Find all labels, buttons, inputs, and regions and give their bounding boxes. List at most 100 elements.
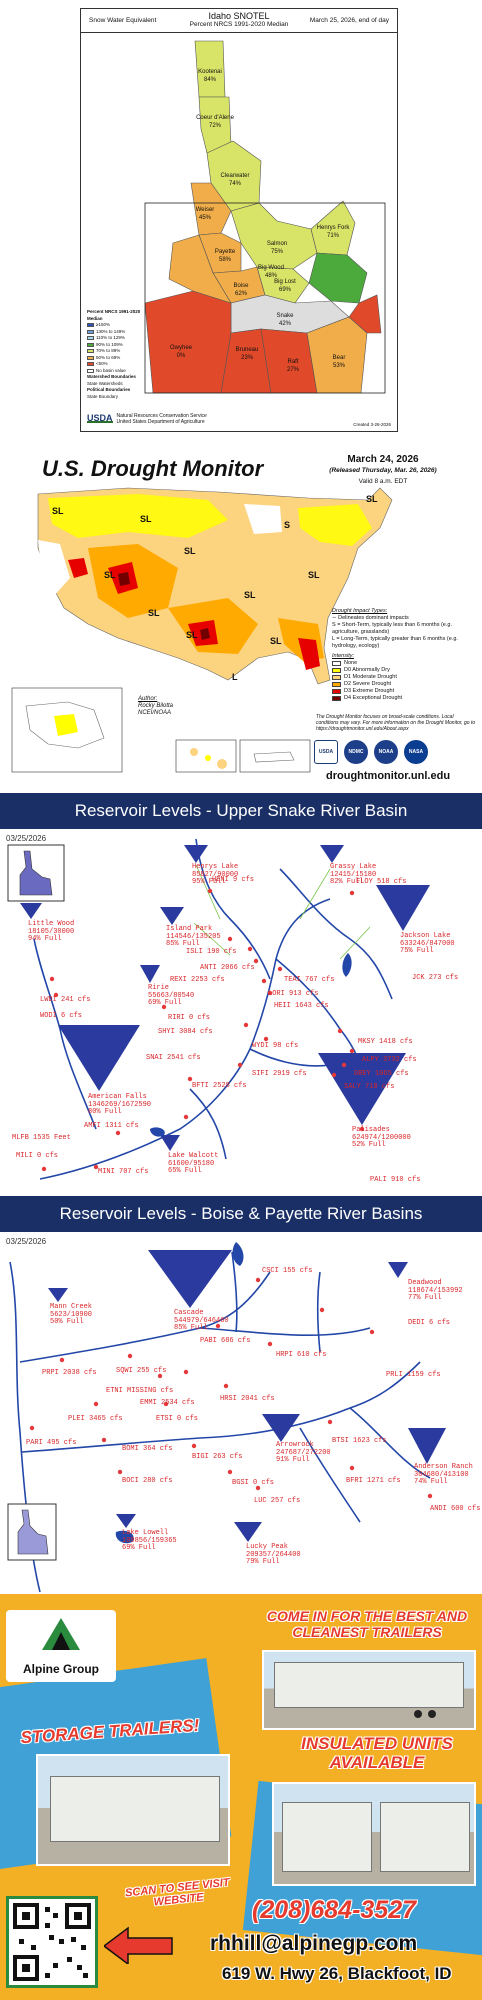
d0-area-north [48, 494, 228, 538]
boise-date: 03/25/2026 [6, 1237, 47, 1246]
drought-note: The Drought Monitor focuses on broad-sca… [316, 714, 476, 732]
legend-title: Percent NRCS 1991-2020 Median [87, 309, 141, 321]
impact-label: SL [308, 570, 320, 580]
south-fork-payette [199, 1327, 371, 1336]
basin-value: 58% [219, 257, 232, 263]
flow-label: MILI 0 cfs [16, 1152, 59, 1160]
flow-label: ISLI 190 cfs [186, 948, 237, 956]
flow-label: CSCI 155 cfs [262, 1267, 313, 1275]
idaho-map: Kootenai 84% Coeur d'Alene 72% Clearwate… [144, 40, 386, 394]
payette-river [19, 1271, 271, 1363]
alpine-logo: Alpine Group [6, 1610, 116, 1682]
snotel-left-label: Snow Water Equivalent [89, 17, 157, 24]
flow-label: BOCI 280 cfs [122, 1477, 173, 1485]
flow-label: REXI 2253 cfs [170, 976, 225, 984]
email-address[interactable]: rhhill@alpinegp.com [210, 1932, 418, 1955]
intensity-swatch [332, 696, 341, 701]
drought-date-block: March 24, 2026 (Released Thursday, Mar. … [308, 454, 458, 487]
flow-label: HRPI 610 cfs [276, 1351, 327, 1359]
idaho-locator-shape [19, 850, 53, 896]
ririe-icon [140, 965, 160, 983]
anderson-ranch-icon [408, 1428, 446, 1464]
flow-label: ANTI 2066 cfs [200, 964, 255, 972]
gauge-points [29, 1277, 433, 1499]
usda-logo-icon: USDA [314, 740, 338, 764]
boise-river [21, 1361, 421, 1453]
north-fork-payette [231, 1251, 238, 1333]
middle-fork-boise [349, 1407, 431, 1479]
hawaii-island [217, 759, 227, 769]
flow-label: PRLI 1159 cfs [386, 1371, 441, 1379]
phone-number[interactable]: (208)684-3527 [252, 1896, 417, 1924]
cascade-shape [232, 1242, 244, 1266]
impact-l: L = Long-Term, typically greater than 6 … [332, 636, 458, 649]
flow-label: SHYI 3084 cfs [158, 1028, 213, 1036]
intensity-swatch [332, 689, 341, 694]
street-address: 619 W. Hwy 26, Blackfoot, ID [222, 1964, 452, 1983]
legend-state-watersheds: State Watersheds [87, 380, 123, 386]
intensity-title: Intensity: [332, 653, 355, 659]
basin-label: Weiser [196, 207, 215, 213]
reservoir-triangles [48, 1250, 446, 1542]
alaska-d0 [54, 714, 78, 736]
alpine-group-ad[interactable]: Alpine Group COME IN FOR THE BEST AND CL… [0, 1594, 482, 2000]
basin-value: 45% [199, 215, 212, 221]
impact-s: S = Short-Term, typically less than 6 mo… [332, 622, 452, 635]
intensity-row: D2 Severe Drought [332, 681, 472, 688]
flow-label: PLEI 3465 cfs [68, 1415, 123, 1423]
flow-label: BFTI 2528 cfs [192, 1082, 247, 1090]
flow-label: TEAI 767 cfs [284, 976, 335, 984]
upper-snake-banner: Reservoir Levels - Upper Snake River Bas… [0, 793, 482, 829]
trailer-image [282, 1802, 372, 1872]
trailer-photo-1 [262, 1650, 476, 1730]
flow-label: PARI 495 cfs [26, 1439, 77, 1447]
flow-label: ETNI MISSING cfs [106, 1387, 174, 1395]
flow-label: MKSY 1418 cfs [358, 1038, 413, 1046]
legend-row: <50% [87, 361, 151, 368]
scan-text: SCAN TO SEE VISIT WEBSITE [124, 1876, 231, 1909]
lake-walcott-icon [160, 1135, 180, 1151]
basin-value: 53% [333, 363, 346, 369]
drought-legend: Drought Impact Types: ∼ Delineates domin… [332, 608, 472, 702]
snotel-header: Snow Water Equivalent Idaho SNOTEL Perce… [81, 9, 397, 33]
none-area-nw [38, 540, 70, 598]
flow-label: EMMI 2534 cfs [140, 1399, 195, 1407]
usda-logo: USDA [87, 413, 113, 423]
jackson-lake-shape [342, 953, 352, 977]
legend-swatch [87, 342, 94, 347]
grassy-lake-icon [320, 845, 344, 863]
flow-label: SQWI 255 cfs [116, 1367, 167, 1375]
qr-code-icon[interactable] [6, 1896, 98, 1988]
island-park-icon [160, 907, 184, 925]
portneuf [189, 1088, 227, 1160]
flow-label: PALI 910 cfs [370, 1176, 421, 1184]
noaa-logo-icon: NOAA [374, 740, 398, 764]
basin-bear [306, 316, 368, 394]
trailer-image [380, 1802, 470, 1872]
d4-area-1 [118, 572, 130, 586]
basin-value: 23% [241, 355, 254, 361]
flow-label: FLOY 518 cfs [356, 878, 407, 886]
basin-label: Bear [333, 355, 346, 361]
south-fork-boise [299, 1427, 361, 1523]
d0-area-east [298, 504, 372, 546]
flow-label: BIGI 263 cfs [192, 1453, 243, 1461]
intensity-row: D4 Exceptional Drought [332, 695, 472, 702]
little-wood [33, 938, 97, 1130]
snotel-subtitle: Percent NRCS 1991-2020 Median [189, 21, 289, 28]
flow-label: BFRI 1271 cfs [346, 1477, 401, 1485]
intensity-swatch [332, 668, 341, 673]
d4-area-2 [200, 628, 210, 640]
basin-value: 74% [229, 181, 242, 187]
intensity-swatch [332, 682, 341, 687]
usda-credit: USDA Natural Resources Conservation Serv… [87, 413, 207, 425]
impact-label: SL [184, 546, 196, 556]
leader-lines [193, 864, 371, 960]
drought-url[interactable]: droughtmonitor.unl.edu [326, 770, 451, 782]
drought-author: Author: Rocky Bilotta NCEI/NOAA [138, 696, 174, 716]
